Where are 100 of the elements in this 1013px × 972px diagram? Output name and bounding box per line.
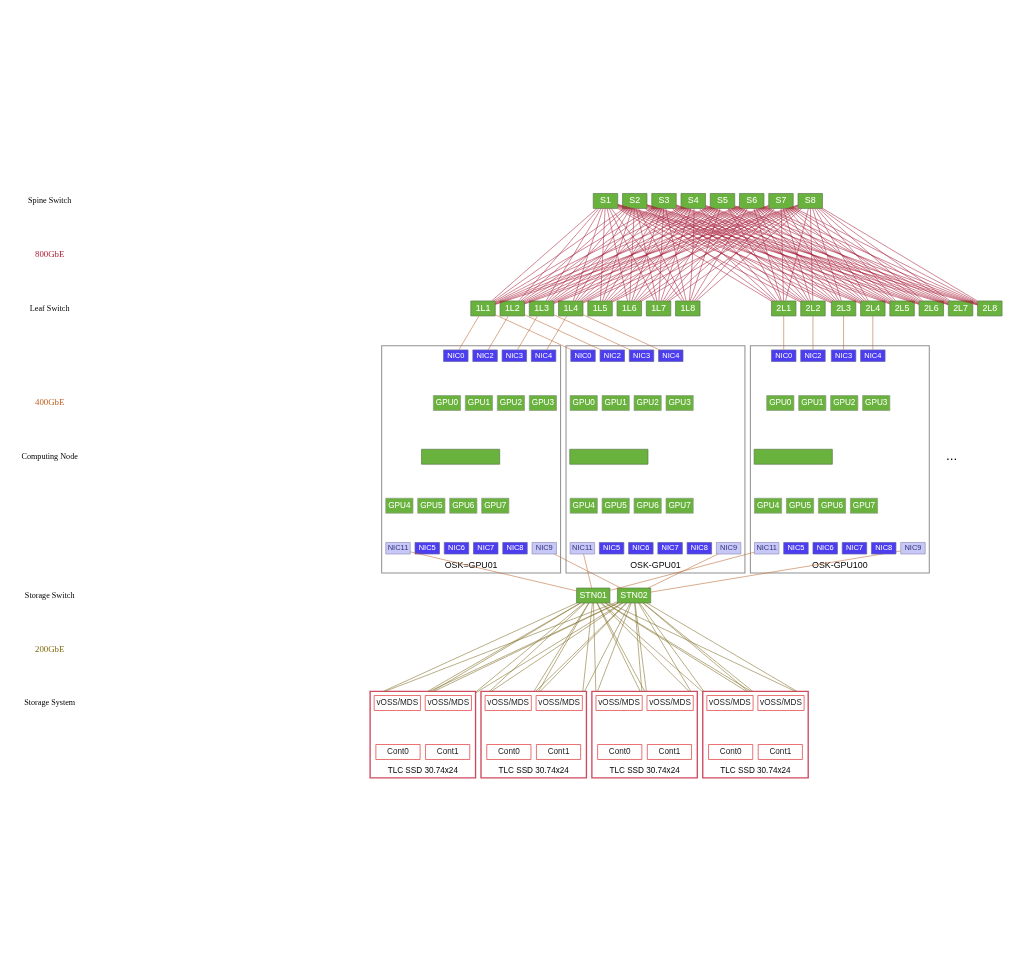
connector: [789, 208, 894, 302]
connector: [495, 207, 681, 303]
node-box: NIC9: [531, 542, 557, 555]
connector: [573, 208, 604, 302]
connector: [689, 208, 695, 302]
connector: [728, 208, 807, 302]
node-box: NIC2: [599, 349, 625, 362]
connector: [493, 208, 625, 302]
node-box: 1L3: [528, 300, 555, 317]
connector: [487, 315, 509, 350]
connector: [662, 208, 719, 302]
connector: [553, 208, 711, 302]
node-box: NIC4: [531, 349, 557, 362]
node-box: 2L4: [860, 300, 886, 317]
connector: [545, 208, 602, 302]
node-box: S1: [592, 193, 619, 209]
connector: [524, 208, 682, 302]
connector: [816, 208, 896, 302]
node-box: NIC6: [812, 542, 838, 555]
connector: [629, 208, 635, 302]
connector: [793, 207, 978, 303]
connector: [553, 314, 631, 351]
node-box: 2L2: [800, 300, 826, 317]
connector: [753, 208, 782, 302]
connector: [520, 208, 627, 302]
connector: [577, 208, 658, 302]
node-box: 2L3: [831, 300, 857, 317]
connector: [608, 208, 715, 302]
connector: [550, 208, 656, 302]
connector: [658, 208, 664, 302]
node-box: NIC9: [900, 542, 926, 555]
connector: [495, 208, 652, 302]
node-box: 2L8: [977, 300, 1003, 317]
connector: [822, 208, 978, 302]
node-box: S4: [680, 193, 706, 209]
node-box: STN01: [576, 587, 611, 604]
connector: [692, 208, 748, 302]
connector: [597, 602, 632, 692]
node-bar: [421, 448, 501, 465]
node-box: NIC3: [501, 349, 527, 362]
connector: [783, 315, 784, 350]
node-box: 2L5: [889, 300, 915, 317]
connector: [600, 602, 690, 692]
connector: [524, 207, 711, 303]
node-box: 1L6: [616, 300, 642, 317]
connector: [791, 208, 922, 302]
connector: [818, 208, 923, 302]
connector: [727, 208, 781, 302]
node-box: 1L7: [645, 300, 672, 317]
label: 200GbE: [34, 643, 65, 654]
label: 800GbE: [34, 249, 65, 260]
node-box: S7: [768, 193, 794, 209]
connector: [639, 602, 705, 692]
connector: [609, 551, 755, 591]
node-box: 2L1: [771, 300, 797, 317]
connector: [491, 208, 598, 302]
node-box: 1L4: [558, 300, 584, 317]
node-box: NIC6: [443, 542, 470, 555]
node-bar: [569, 448, 649, 465]
connector: [593, 602, 597, 692]
node-bar: [753, 448, 833, 465]
connector: [780, 208, 784, 302]
node-box: NIC6: [628, 542, 654, 555]
connector: [553, 207, 740, 303]
connector: [755, 208, 809, 302]
connector: [410, 551, 577, 592]
connector: [522, 208, 654, 302]
connector: [734, 208, 890, 302]
node-box: NIC4: [658, 349, 684, 362]
connector: [785, 208, 840, 302]
connector: [637, 208, 744, 302]
node-box: NIC4: [860, 349, 886, 362]
node-box: STN02: [617, 587, 652, 604]
connector: [793, 208, 949, 302]
node-box: NIC0: [771, 349, 797, 362]
connector: [634, 602, 647, 692]
label: 400GbE: [34, 397, 65, 408]
connector: [575, 208, 631, 302]
node-box: NIC2: [800, 349, 826, 362]
node-box: NIC3: [831, 349, 857, 362]
connector: [610, 208, 742, 302]
node-box: NIC11: [754, 542, 780, 555]
node-box: NIC0: [570, 349, 596, 362]
connector: [495, 314, 573, 351]
connector: [600, 208, 606, 302]
connector: [664, 208, 746, 302]
node-box: NIC7: [473, 542, 499, 555]
connector: [812, 208, 842, 302]
connector: [843, 315, 844, 350]
connector: [582, 314, 660, 351]
connector: [676, 208, 832, 302]
connector: [647, 553, 719, 589]
node-box: S6: [739, 193, 765, 209]
connector: [650, 550, 901, 593]
connector: [582, 208, 740, 302]
node-box: NIC5: [599, 542, 625, 555]
connector: [583, 553, 592, 589]
node-box: NIC11: [569, 542, 595, 555]
connector: [638, 602, 692, 692]
connector: [734, 207, 920, 303]
